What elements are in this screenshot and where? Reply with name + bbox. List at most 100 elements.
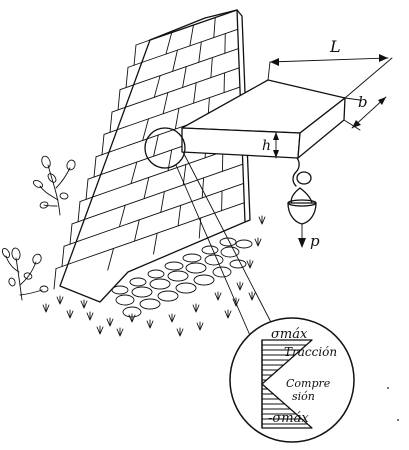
label-load: p [310,232,320,250]
brick-joint [143,176,150,200]
stone [131,286,153,298]
stone [157,290,179,302]
stone [201,245,219,255]
grass-tuft [168,313,176,323]
tension-triangle [261,339,313,385]
grass-tuft [128,313,136,323]
brick-end-top [127,61,143,68]
brick-end-top [79,196,95,202]
brick-joint [172,49,178,72]
wall-front-outline [59,9,246,303]
label-length: L [329,37,341,56]
grass-tuft [196,321,204,331]
grass-tuft [96,325,104,335]
brick-joint [189,24,194,47]
hanging-load: p [287,157,320,250]
brick-end-face [69,223,73,245]
dimension-L: L [267,37,393,99]
grass-tuft [258,215,266,225]
plant-left-lower [1,247,49,301]
grass-tuft [106,317,114,327]
brick-end-face [61,245,65,268]
label-sigma-max: σmáx [271,327,308,342]
stone [129,277,147,287]
grass-tuft [116,327,124,337]
stone [111,285,129,295]
brick-joint [193,82,197,104]
brick-end-top [71,218,87,225]
brick-joint [213,17,216,38]
stone [149,278,171,290]
wall-top-edge [149,9,238,41]
stone [139,298,161,310]
stone [212,266,232,278]
grass-tuft [236,281,244,291]
brick-joint [118,204,126,228]
stone [182,253,202,263]
brick-joint [160,191,165,213]
brick-joint [134,219,140,242]
grass-tuft [176,327,184,337]
grass-tuft [246,259,254,269]
stone [167,270,189,282]
label-height: h [262,138,271,154]
brick-end-face [77,201,81,223]
compression-triangle [261,383,313,429]
brick-end-face [133,44,137,66]
stone [175,282,197,294]
brick-joint [153,134,159,157]
stone [185,262,207,274]
brick-joint [174,107,180,130]
brick-end-top [119,84,135,91]
hook [292,157,300,187]
brick-joint [210,57,213,79]
brick-end-face [109,111,113,133]
brick-joint [153,232,158,255]
beam-front-face [181,127,301,159]
grass-tuft [56,295,64,305]
stone [235,239,253,249]
grass-tuft [146,319,154,329]
brick-joint [201,177,205,199]
dimension-h: h [262,131,279,159]
stone [220,246,240,258]
label-width: b [358,93,368,111]
brick-end-top [111,106,127,113]
leader-line-2 [182,151,276,331]
brick-wall [53,9,251,303]
brick-end-top [55,263,71,270]
stone [147,269,165,279]
brick-end-face [93,156,97,178]
grass-tuft [192,303,200,313]
brick-end-top [95,151,111,158]
label-traction: Tracción [284,345,337,359]
foundation-stones [111,237,253,318]
stress-circle [229,317,355,443]
stone [219,237,237,247]
cantilever-beam [181,79,346,159]
brick-joint [177,204,182,227]
stone [115,294,135,306]
brick-end-face [101,134,105,156]
stray-dot [397,419,399,421]
stress-diagram: σmáx Tracción Compre sión -σmáx [229,317,355,443]
brick-joint [182,66,187,88]
brick-end-top [103,129,119,135]
grass-tuft [86,311,94,321]
brick-joint [107,247,115,271]
grass-tuft [42,303,50,313]
grass-tuft [254,237,262,247]
brick-end-top [135,39,151,46]
dimension-b: b [343,93,387,131]
section-marker-circle [144,127,186,169]
grass-tuft [66,309,74,319]
brick-end-top [63,240,79,247]
brick-end-face [117,89,121,111]
leader-line-1 [175,164,253,341]
grass-tuft [214,291,222,301]
section-callout [144,127,276,341]
stone [164,261,184,271]
stone [193,274,215,286]
